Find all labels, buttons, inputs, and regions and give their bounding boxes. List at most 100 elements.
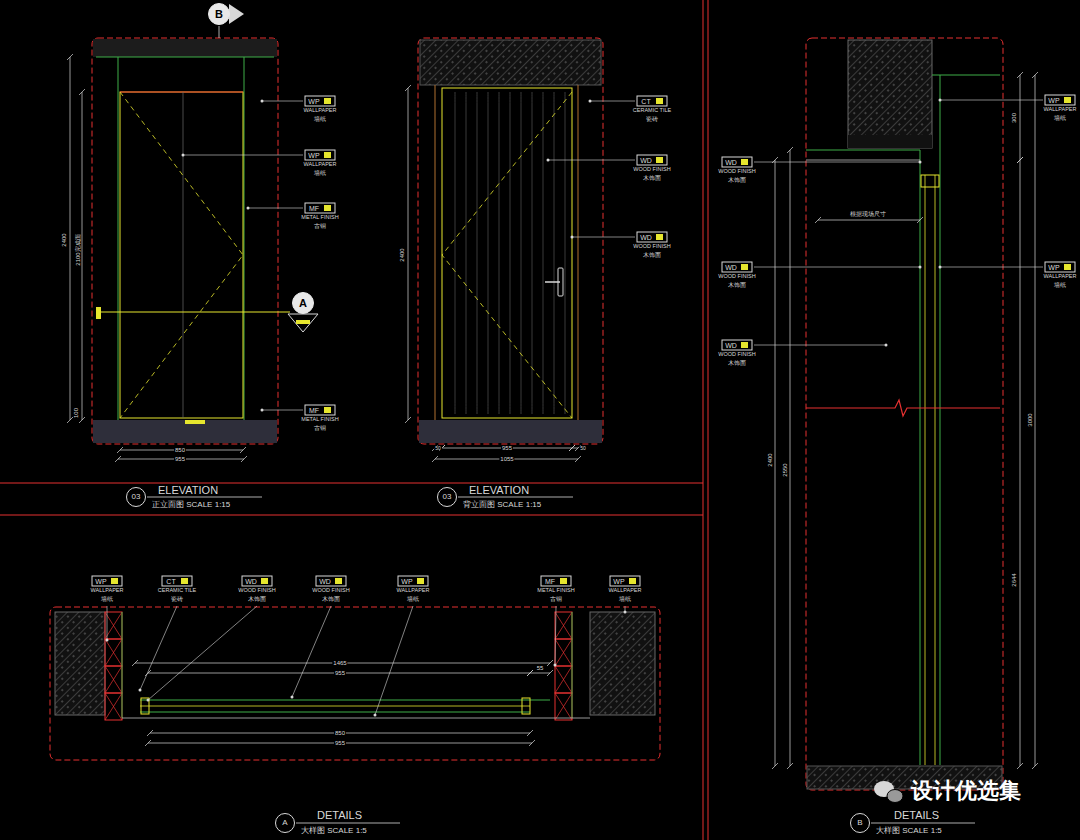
dimension-tick: [527, 730, 533, 736]
section-line: [100, 312, 290, 313]
material-name-cn: 木饰面: [727, 282, 747, 288]
tag-swatch: [741, 342, 748, 348]
leader-line: [940, 267, 1043, 268]
dimension-line: [82, 92, 83, 420]
view-number-bubble: A: [275, 813, 295, 833]
leader-line: [292, 606, 331, 697]
material-name-cn: 木饰面: [642, 252, 662, 258]
tag-swatch: [741, 264, 748, 270]
wall-section: [55, 612, 105, 715]
stud-box: [555, 666, 572, 693]
material-code: WD: [724, 264, 738, 271]
dimension: 1055: [499, 456, 514, 462]
view-subtitle: 大样图 SCALE 1:5: [875, 827, 943, 835]
material-code: WD: [639, 234, 653, 241]
tag-swatch: [1064, 97, 1071, 103]
ceiling-band: [93, 39, 277, 57]
drawing-line: [122, 718, 590, 719]
dimension-line: [1035, 75, 1036, 766]
drawing-line: [555, 612, 572, 639]
material-code: WD: [639, 157, 653, 164]
marker-arrow: [288, 314, 318, 332]
material-code: WD: [244, 578, 258, 585]
material-name: WOOD FINISH: [632, 244, 671, 250]
leader-line: [248, 208, 303, 209]
title-rule: [147, 497, 262, 498]
material-name: WOOD FINISH: [717, 274, 756, 280]
floor-band: [93, 420, 277, 443]
material-code: WP: [612, 578, 625, 585]
dimension: 100: [73, 407, 79, 419]
tag-swatch: [656, 234, 663, 240]
view-number: A: [282, 819, 287, 827]
material-name-cn: 墙纸: [406, 596, 420, 602]
dimension-tick: [241, 456, 247, 462]
material-code: WD: [318, 578, 332, 585]
leader-dot: [374, 714, 377, 717]
leader-line: [754, 162, 920, 163]
material-name: WOOD FINISH: [311, 588, 350, 594]
material-name: WALLPAPER: [89, 588, 124, 594]
title-rule: [458, 497, 573, 498]
material-name-cn: 瓷砖: [645, 116, 659, 122]
stud-box: [555, 693, 572, 720]
dimension-tick: [145, 740, 151, 746]
dimension-tick: [815, 217, 821, 223]
view-number: B: [857, 819, 862, 827]
sheet-divider: [0, 515, 703, 516]
leader-line: [140, 606, 177, 690]
drawing-line: [555, 666, 572, 693]
frame-profile: [141, 698, 149, 714]
tag-swatch: [741, 159, 748, 165]
tag-box: [242, 576, 272, 586]
dimension-tick: [115, 456, 121, 462]
leader-line: [262, 101, 303, 102]
material-name: METAL FINISH: [536, 588, 575, 594]
tag-box: [637, 155, 667, 165]
stud-box: [555, 612, 572, 639]
dimension-line: [1020, 75, 1021, 160]
wood-grain: [477, 92, 478, 414]
material-name: WALLPAPER: [302, 162, 337, 168]
drawing-line: [555, 693, 572, 720]
tag-swatch: [324, 205, 331, 211]
material-name-cn: 墙纸: [1053, 282, 1067, 288]
watermark: 设计优选集: [910, 780, 1022, 802]
swing-line: [442, 92, 572, 418]
tag-swatch: [560, 578, 567, 584]
marker-letter: B: [215, 9, 223, 20]
leader-dot: [182, 154, 185, 157]
drawing-line: [555, 693, 572, 720]
wood-grain: [455, 92, 456, 414]
dimension-line: [70, 57, 71, 420]
leader-line: [590, 101, 635, 102]
door-leaf: [120, 92, 243, 418]
material-name-cn: 瓷砖: [170, 596, 184, 602]
tag-box: [637, 96, 667, 106]
view-number-bubble: 03: [126, 487, 146, 507]
material-name: WALLPAPER: [1042, 107, 1077, 113]
material-name: METAL FINISH: [300, 417, 339, 423]
dimension: 50: [579, 446, 587, 451]
material-name-cn: 古铜: [313, 425, 327, 431]
dimension-line: [1020, 160, 1021, 766]
tag-swatch: [629, 578, 636, 584]
dimension-tick: [1032, 763, 1038, 769]
wood-grain: [510, 92, 511, 414]
drawing-line: [932, 75, 1000, 76]
leader-line: [262, 410, 303, 411]
material-name-cn: 木饰面: [642, 175, 662, 181]
leader-dot: [554, 664, 557, 667]
view-title: DETAILS: [316, 810, 363, 821]
dimension: 2550: [782, 462, 788, 477]
leader-dot: [247, 207, 250, 210]
material-name: WALLPAPER: [302, 108, 337, 114]
material-code: CT: [165, 578, 176, 585]
view-number-bubble: B: [850, 813, 870, 833]
material-name: WOOD FINISH: [632, 167, 671, 173]
tag-swatch: [181, 578, 188, 584]
tag-swatch: [335, 578, 342, 584]
wall-section: [848, 40, 932, 148]
leader-dot: [106, 639, 109, 642]
dimension: 50: [434, 446, 442, 451]
